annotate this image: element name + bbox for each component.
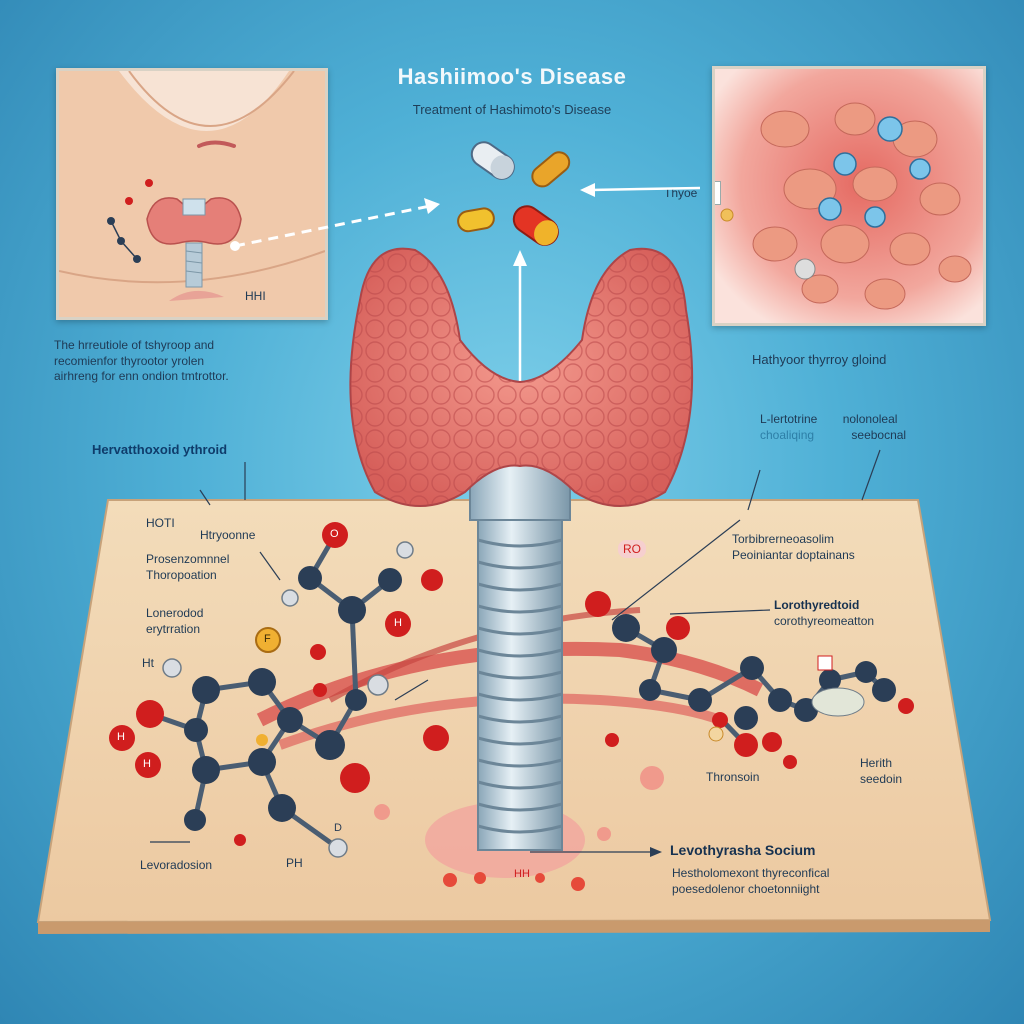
callout-box	[715, 181, 721, 205]
right-note-line-2: choaliqing seebocnal	[760, 428, 960, 444]
atom-label-h-3: H	[394, 617, 402, 629]
label-thyropiation: Thoropoation	[146, 568, 217, 582]
neck-illustration-icon	[59, 71, 325, 317]
right-note: L-lertotrine nolonoleal choaliqing seebo…	[760, 412, 960, 443]
page-title: Hashiimoo's Disease	[397, 64, 627, 89]
label-sodium-main: Levothyrasha Socium	[670, 842, 816, 858]
right-note-2b: seebocnal	[851, 427, 907, 442]
label-levothyroid-right-2: corothyreomeatton	[774, 614, 875, 628]
atom-label-o: O	[330, 528, 339, 540]
label-ph: PH	[286, 856, 303, 870]
label-top-right-2: Peoiniantar doptainans	[732, 548, 855, 562]
label-thronsoin: Thronsoin	[706, 770, 760, 784]
bolt-screw-icon	[182, 198, 206, 288]
right-note-line-1: L-lertotrine nolonoleal	[760, 412, 960, 428]
left-note: The hrreutiole of tshyroop and recomienf…	[54, 338, 229, 385]
pill-marker-label: RO	[618, 540, 646, 558]
label-levoradosion: Levoradosion	[140, 858, 213, 872]
label-top-right-1: Torbibrerneoasolim	[732, 532, 835, 546]
pill-group	[457, 141, 571, 246]
atom-label-h-2: H	[143, 758, 151, 770]
atom-label-f: F	[264, 633, 271, 645]
molecule-icon	[109, 522, 449, 858]
label-hoti: HOTI	[146, 516, 175, 530]
pill-icon	[457, 141, 571, 246]
label-erythration: erytrration	[146, 622, 201, 636]
cell-panel	[712, 66, 986, 326]
gland-label-right: Hathyoor thyrroy gloind	[752, 352, 887, 367]
label-prosenzamnel: Prosenzomnnel	[146, 552, 230, 566]
bolt-screw-icon	[469, 461, 571, 851]
label-sodium-sub-2: poesedolenor choetonniight	[672, 882, 820, 896]
neck-panel: HHI	[56, 68, 328, 320]
label-sodium-sub-1: Hestholomexont thyreconfical	[672, 866, 830, 880]
label-levothyroid-right: Lorothyredtoid	[774, 598, 860, 612]
molecule-icon	[585, 591, 914, 769]
right-note-2a: choaliqing	[760, 427, 815, 442]
cell-cluster-icon	[715, 69, 983, 323]
neck-panel-label: HHI	[245, 289, 266, 303]
label-ht: Ht	[142, 656, 154, 670]
label-levothyroid: Lonerodod	[146, 606, 204, 620]
left-note-line-2: recomienfor thyrootor yrolen	[54, 353, 205, 368]
page-subtitle: Treatment of Hashimoto's Disease	[412, 102, 612, 117]
right-note-1a: L-lertotrine	[760, 412, 818, 426]
thyroid-gland-icon	[349, 247, 694, 507]
label-thyroxine: Htryoonne	[200, 528, 256, 542]
left-note-line-3: airhreng for enn ondion tmtrottor.	[54, 369, 229, 384]
molecule-icon	[107, 179, 153, 263]
left-note-line-1: The hrreutiole of tshyroop and	[54, 338, 215, 352]
gland-label-left: Hervatthoxoid ythroid	[92, 442, 228, 457]
label-herith: Herith	[860, 756, 893, 770]
label-seedoin: seedoin	[860, 772, 903, 786]
thyroid-gland-icon	[146, 197, 242, 245]
right-note-1b: nolonoleal	[842, 412, 898, 426]
atom-label-h-1: H	[117, 731, 125, 743]
atom-label-d: D	[334, 822, 342, 834]
atom-label-hh: HH	[514, 868, 530, 880]
